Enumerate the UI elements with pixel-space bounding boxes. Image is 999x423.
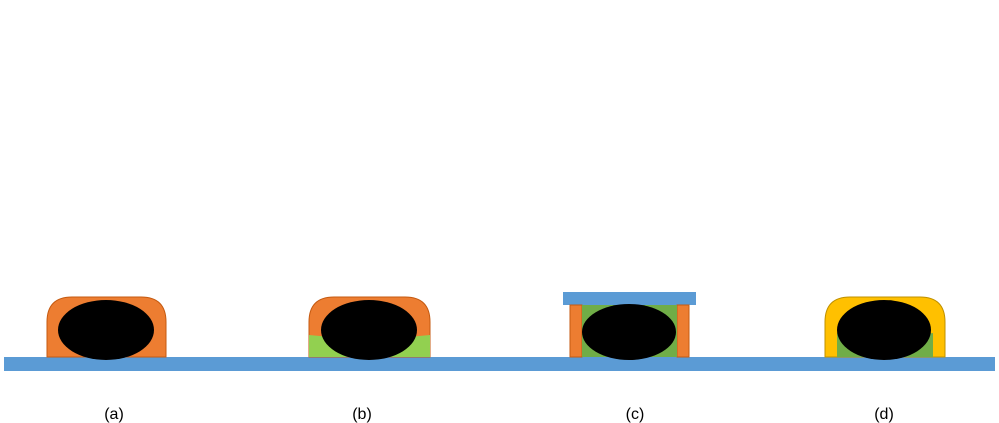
- label-c: (c): [626, 406, 645, 423]
- substrate-bar: [4, 357, 995, 371]
- black-core-c: [582, 304, 676, 360]
- structure-b: [308, 296, 431, 360]
- black-core-d: [837, 300, 931, 360]
- top-plate-c: [563, 292, 696, 305]
- label-a: (a): [104, 406, 124, 423]
- structure-d: [824, 296, 946, 360]
- black-core-b: [321, 300, 417, 360]
- orange-wall-right-c: [676, 304, 690, 358]
- structure-a: [46, 296, 167, 360]
- structure-c: [563, 292, 696, 360]
- label-b: (b): [352, 406, 372, 423]
- black-core-a: [58, 300, 154, 360]
- label-d: (d): [874, 406, 894, 423]
- orange-wall-left-c: [569, 304, 583, 358]
